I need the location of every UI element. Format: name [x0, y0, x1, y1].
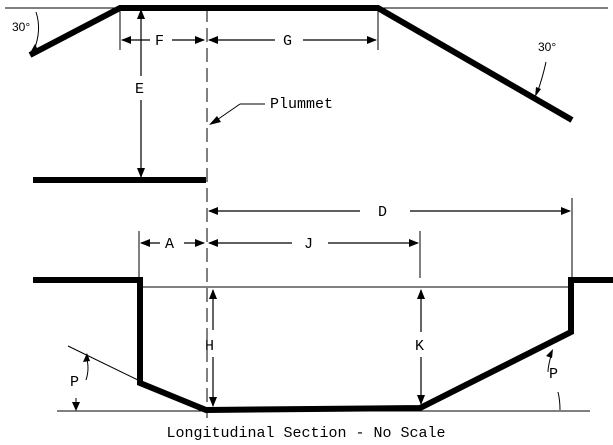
p-left-label: P: [70, 374, 79, 391]
dim-k-arrow-top: [417, 289, 425, 299]
dim-e-arrow-top: [137, 9, 145, 19]
dim-j-arrow-left: [208, 239, 218, 247]
dim-g-label: G: [283, 33, 292, 50]
slope-left-extension: [67, 345, 141, 382]
dim-e-arrow-bottom: [137, 168, 145, 178]
dim-a-arrow-left: [140, 239, 150, 247]
dim-j-arrow-right: [409, 239, 419, 247]
slope-right-arc-bottom: [557, 391, 561, 411]
dim-h-arrow-bottom: [209, 397, 217, 407]
slope-left-arrow-bottom: [72, 402, 80, 411]
dim-d-label: D: [378, 204, 387, 221]
angle-left-arc: [33, 11, 40, 51]
dim-a-label: A: [165, 236, 174, 253]
slope-right-arrow-top: [546, 349, 553, 358]
dim-f-arrow-right: [195, 36, 205, 44]
dim-j-label: J: [304, 236, 313, 253]
dim-h-label: H: [205, 338, 214, 355]
caption: Longitudinal Section - No Scale: [166, 425, 445, 442]
dim-g-arrow-right: [367, 36, 377, 44]
slope-left-arrow-top: [83, 353, 90, 362]
angle-right-label: 30°: [538, 40, 556, 54]
p-right-label: P: [549, 366, 558, 383]
dim-k-label: K: [415, 338, 424, 355]
angle-left-label: 30°: [12, 20, 30, 34]
dim-f-arrow-left: [121, 36, 131, 44]
top-profile: [28, 4, 574, 123]
plummet-leader-arrowhead: [209, 116, 221, 125]
dim-d-arrow-left: [208, 207, 218, 215]
dim-k-arrow-bottom: [417, 395, 425, 405]
dim-a-arrow-right: [195, 239, 205, 247]
angle-right-arrowhead: [535, 87, 541, 97]
dim-e-label: E: [135, 81, 144, 98]
dim-f-label: F: [155, 33, 164, 50]
angle-left-arrowhead: [30, 44, 38, 53]
dim-g-arrow-left: [208, 36, 218, 44]
dim-d-arrow-right: [561, 207, 571, 215]
bottom-profile: [33, 277, 613, 414]
dim-h-arrow-top: [209, 289, 217, 299]
plummet-label: Plummet: [270, 96, 333, 113]
